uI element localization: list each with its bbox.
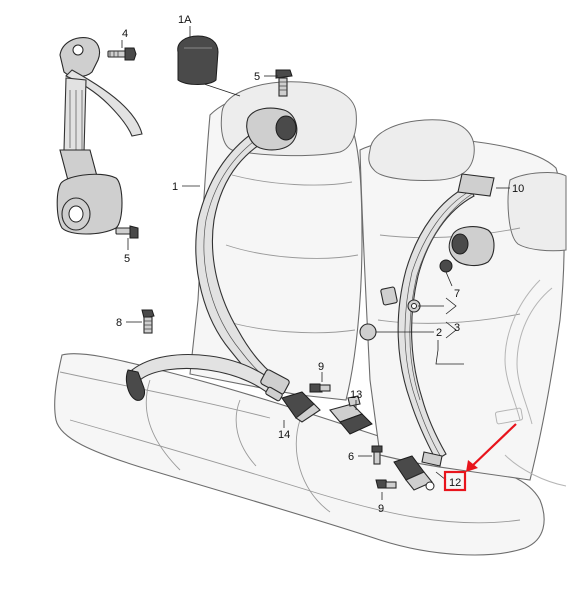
callout-14: 14 (278, 429, 290, 441)
callout-labels: 1A 4 5 1 10 5 7 8 3 2 9 13 14 6 12 9 (116, 14, 524, 515)
seat-belt-right (380, 173, 495, 467)
rear-seat (54, 81, 567, 556)
callout-4: 4 (122, 28, 128, 40)
bolt-5-upper (275, 69, 293, 97)
headrest-right (368, 119, 475, 181)
buckle-14 (281, 391, 321, 423)
callout-1a: 1A (178, 14, 192, 26)
belt-guide-left (246, 107, 298, 151)
retractor-assembly-upper-left (56, 37, 143, 235)
seat-cushion (54, 353, 545, 556)
leader-lines (121, 26, 510, 500)
callout-5-upper: 5 (254, 71, 260, 83)
callout-9-upper: 9 (318, 361, 324, 373)
buckle-right (393, 455, 435, 491)
callout-9-lower: 9 (378, 503, 384, 515)
bolt-9-upper (309, 383, 331, 393)
highlight-part-12 (443, 423, 517, 492)
nut-7 (439, 259, 453, 273)
callout-12: 12 (449, 477, 461, 489)
highlight-arrow-head (466, 460, 478, 472)
cover-1a (177, 35, 219, 85)
callout-1: 1 (172, 181, 178, 193)
callout-10: 10 (512, 183, 524, 195)
callout-8: 8 (116, 317, 122, 329)
bolt-9-lower (375, 479, 397, 489)
callout-13: 13 (350, 389, 362, 401)
bolt-8 (141, 309, 155, 334)
callout-2: 2 (436, 327, 442, 339)
callout-6: 6 (348, 451, 354, 463)
bolt-6 (371, 445, 383, 465)
callout-7: 7 (454, 288, 460, 300)
headrest-far-right (507, 172, 567, 252)
seat-belt-left (125, 121, 290, 402)
nut-2 (359, 323, 377, 341)
callout-3: 3 (454, 322, 460, 334)
callout-5-lower: 5 (124, 253, 130, 265)
highlight-box (443, 470, 467, 492)
bolt-5-lower (115, 225, 139, 239)
bolt-4 (107, 47, 137, 61)
buckle-13 (329, 395, 373, 435)
highlight-arrow-line (469, 423, 517, 469)
